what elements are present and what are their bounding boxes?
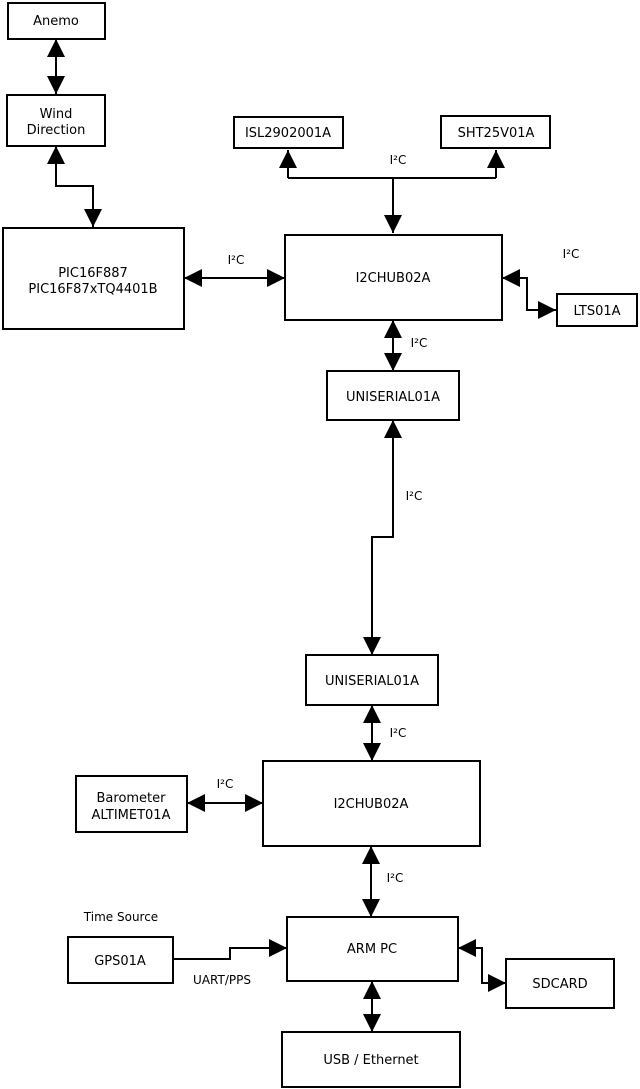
edge-label-i2c-hub-uniserial: I²C [411,336,428,350]
node-gps01a-box [67,936,174,984]
node-uniserial-top-box [326,370,460,421]
edge-label-i2c-hub2-armpc: I²C [387,871,404,885]
node-uniserial-bottom-box [305,654,439,706]
edge-label-i2c-sensor-bus: I²C [390,153,407,167]
node-lts01a-label: LTS01A [573,304,620,319]
node-pic-label-line2: PIC16F87xTQ4401B [28,282,157,297]
connector-gps-armpc [173,939,287,960]
connector-uniserial-link [363,420,402,655]
node-i2chub-bottom-box [262,760,481,847]
node-i2chub-bottom-label: I2CHUB02A [334,797,409,812]
edge-label-i2c-pic-hub: I²C [228,253,245,267]
node-usb-ethernet-label: USB / Ethernet [323,1053,418,1068]
connector-armpc-sdcard [458,939,506,992]
node-i2chub-top-label: I2CHUB02A [356,271,431,286]
node-uniserial-top-label: UNISERIAL01A [346,390,440,405]
edge-label-uart-pps: UART/PPS [193,973,251,987]
node-anemo-label: Anemo [33,14,79,29]
node-gps01a-label: GPS01A [94,954,146,969]
node-wind-direction-label-line2: Direction [27,123,86,138]
node-anemo-box [7,2,106,40]
connector-wind-pic [47,146,102,227]
edge-label-i2c-uniserial-hub2: I²C [390,726,407,740]
node-barometer-box [75,775,188,833]
node-isl2902001a-label: ISL2902001A [245,126,331,141]
node-pic-box [2,227,185,330]
node-uniserial-bottom-label: UNISERIAL01A [325,674,419,689]
connector-hub-lts [502,269,556,319]
node-sht25v01a-box [440,115,551,149]
node-barometer-label-line1: Barometer [97,791,167,806]
node-sdcard-label: SDCARD [532,977,587,992]
node-lts01a-box [556,293,638,327]
edge-label-i2c-hub-lts: I²C [563,247,580,261]
node-armpc-box [286,916,459,982]
node-wind-direction-label-line1: Wind [40,107,73,122]
edge-label-i2c-uniserial-link: I²C [406,489,423,503]
edge-label-i2c-barometer-hub2: I²C [217,777,234,791]
node-i2chub-top-box [284,234,503,321]
node-sdcard-box [505,958,615,1009]
node-usb-ethernet-box [281,1031,461,1088]
node-wind-direction-box [6,94,106,147]
node-armpc-label: ARM PC [347,942,397,957]
node-sht25v01a-label: SHT25V01A [458,126,535,141]
node-pic-label-line1: PIC16F887 [58,266,128,281]
node-barometer-label-line2: ALTIMET01A [92,808,171,823]
edge-label-time-source: Time Source [83,910,158,924]
node-isl2902001a-box [233,116,344,149]
